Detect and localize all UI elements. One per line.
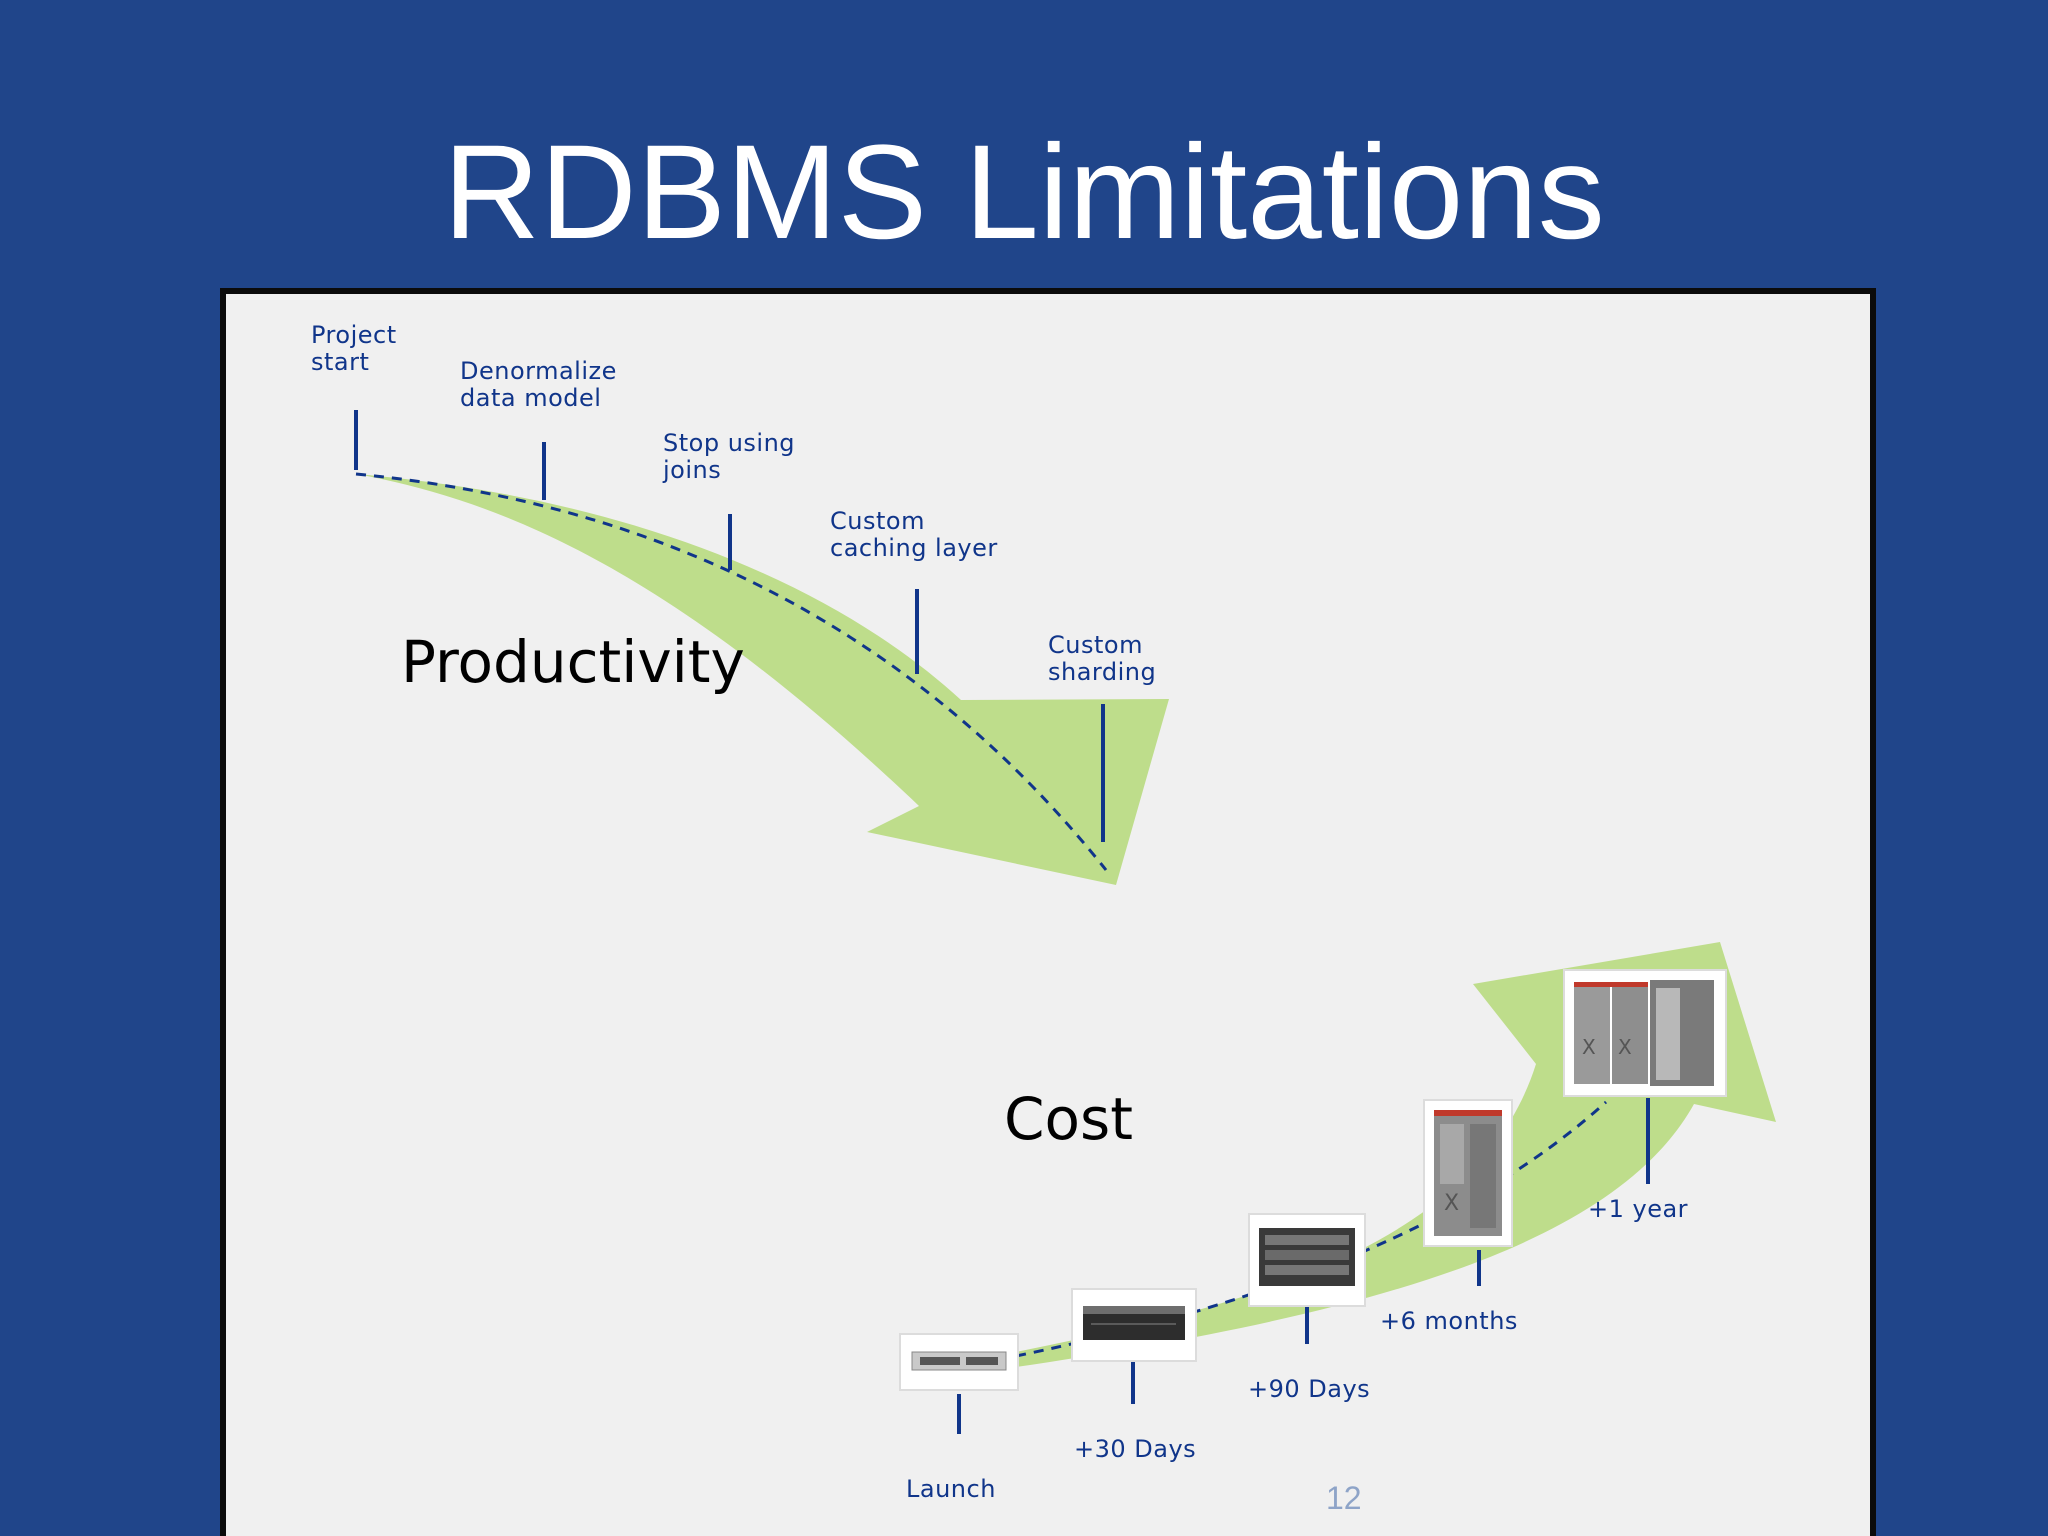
productivity-tick-marks — [354, 410, 1105, 842]
cost-label: Cost — [1004, 1085, 1133, 1153]
milestone-denormalize: Denormalize data model — [460, 357, 617, 412]
tower-server-icon: X — [1423, 1099, 1513, 1247]
productivity-label: Productivity — [401, 628, 745, 696]
rack-server-2u-icon — [1071, 1288, 1197, 1362]
svg-text:X: X — [1618, 1035, 1632, 1059]
page-number: 12 — [1326, 1480, 1362, 1516]
milestone-90-days: +90 Days — [1248, 1375, 1371, 1403]
diagram-panel: X X X Project start Denormalize data mod… — [220, 288, 1876, 1536]
milestone-caching: Custom caching layer — [830, 507, 998, 562]
milestone-project-start: Project start — [311, 321, 397, 376]
milestone-sharding: Custom sharding — [1048, 631, 1157, 686]
productivity-dashed-path — [355, 472, 1108, 871]
productivity-arrow — [356, 474, 1169, 885]
slide-title: RDBMS Limitations — [443, 118, 1605, 267]
svg-text:X: X — [1444, 1191, 1459, 1216]
rack-server-1u-icon — [899, 1333, 1019, 1391]
milestone-launch: Launch — [906, 1475, 996, 1503]
milestone-1-year: +1 year — [1588, 1195, 1689, 1223]
rack-server-4u-icon — [1248, 1213, 1366, 1307]
svg-text:X: X — [1582, 1035, 1596, 1059]
cost-tick-marks — [957, 1098, 1650, 1434]
milestone-6-months: +6 months — [1380, 1307, 1518, 1335]
diagram-drawing: X X X — [354, 410, 1776, 1434]
server-cabinets-icon: X X — [1563, 969, 1727, 1097]
milestone-stop-joins: Stop using joins — [663, 429, 796, 484]
milestone-30-days: +30 Days — [1074, 1435, 1197, 1463]
